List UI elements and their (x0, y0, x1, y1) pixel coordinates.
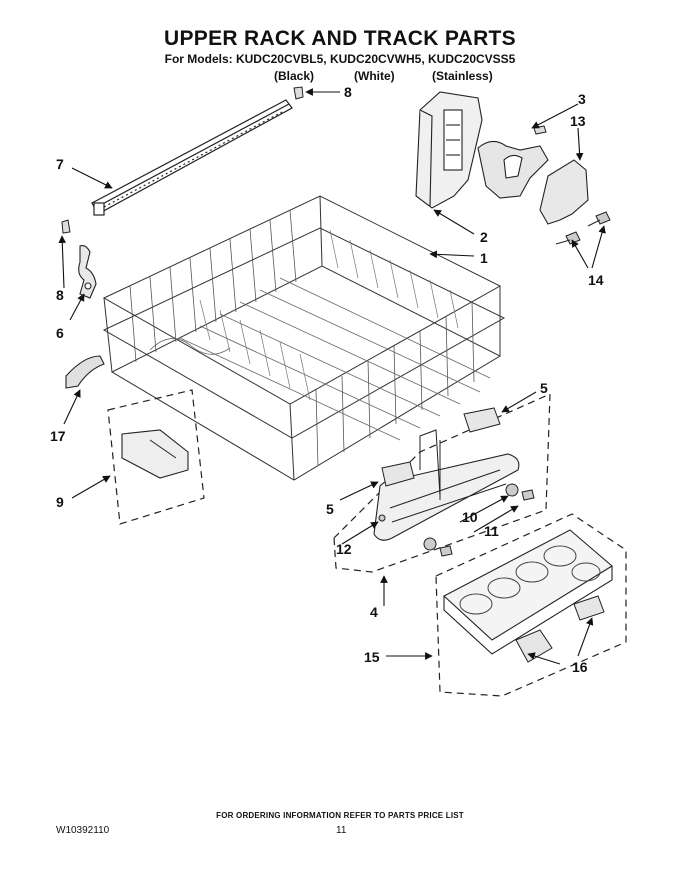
callout-11: 11 (484, 523, 499, 539)
callout-15: 15 (364, 649, 380, 665)
document-number: W10392110 (56, 825, 110, 836)
slide-part-upper (463, 407, 501, 433)
callout-12: 12 (336, 541, 352, 557)
callout-3: 3 (578, 91, 586, 107)
tine-row-group (435, 513, 627, 697)
callout-10: 10 (462, 509, 478, 525)
callout-9: 9 (56, 494, 64, 510)
track-rail-part (91, 99, 293, 216)
slide-part-lower (381, 461, 415, 487)
page-title: UPPER RACK AND TRACK PARTS (164, 27, 516, 50)
page-number: 11 (336, 825, 347, 836)
upper-rack-part (102, 195, 506, 481)
ordering-note: FOR ORDERING INFORMATION REFER TO PARTS … (216, 811, 464, 820)
rack-adjuster-part (477, 140, 549, 199)
wheel-parts (423, 483, 535, 557)
end-cap-part-top (293, 86, 304, 100)
callout-17: 17 (50, 428, 66, 444)
callout-1: 1 (480, 250, 488, 266)
callout-6: 6 (56, 325, 64, 341)
callout-5-upper: 5 (540, 380, 548, 396)
callout-14: 14 (588, 272, 604, 288)
callout-4: 4 (370, 604, 378, 620)
variant-white: (White) (354, 69, 395, 83)
variant-black: (Black) (274, 69, 315, 83)
small-screw-part (378, 514, 386, 522)
callout-8-left: 8 (56, 287, 64, 303)
adjuster-part (78, 245, 97, 299)
latch-part (533, 125, 547, 135)
callout-16: 16 (572, 659, 588, 675)
screw-parts (555, 211, 611, 245)
manifold-part (415, 91, 483, 209)
end-cap-part-left (61, 219, 71, 234)
model-list: For Models: KUDC20CVBL5, KUDC20CVWH5, KU… (164, 52, 516, 66)
track-bracket-group (333, 393, 551, 573)
callout-13: 13 (570, 113, 586, 129)
callout-7: 7 (56, 156, 64, 172)
clip-part (65, 355, 105, 389)
leader-lines (58, 88, 606, 665)
handle-group (107, 389, 205, 525)
callout-8-top: 8 (344, 84, 352, 100)
callout-5-lower: 5 (326, 501, 334, 517)
variant-stainless: (Stainless) (432, 69, 493, 83)
cover-part (539, 159, 589, 225)
callout-2: 2 (480, 229, 488, 245)
